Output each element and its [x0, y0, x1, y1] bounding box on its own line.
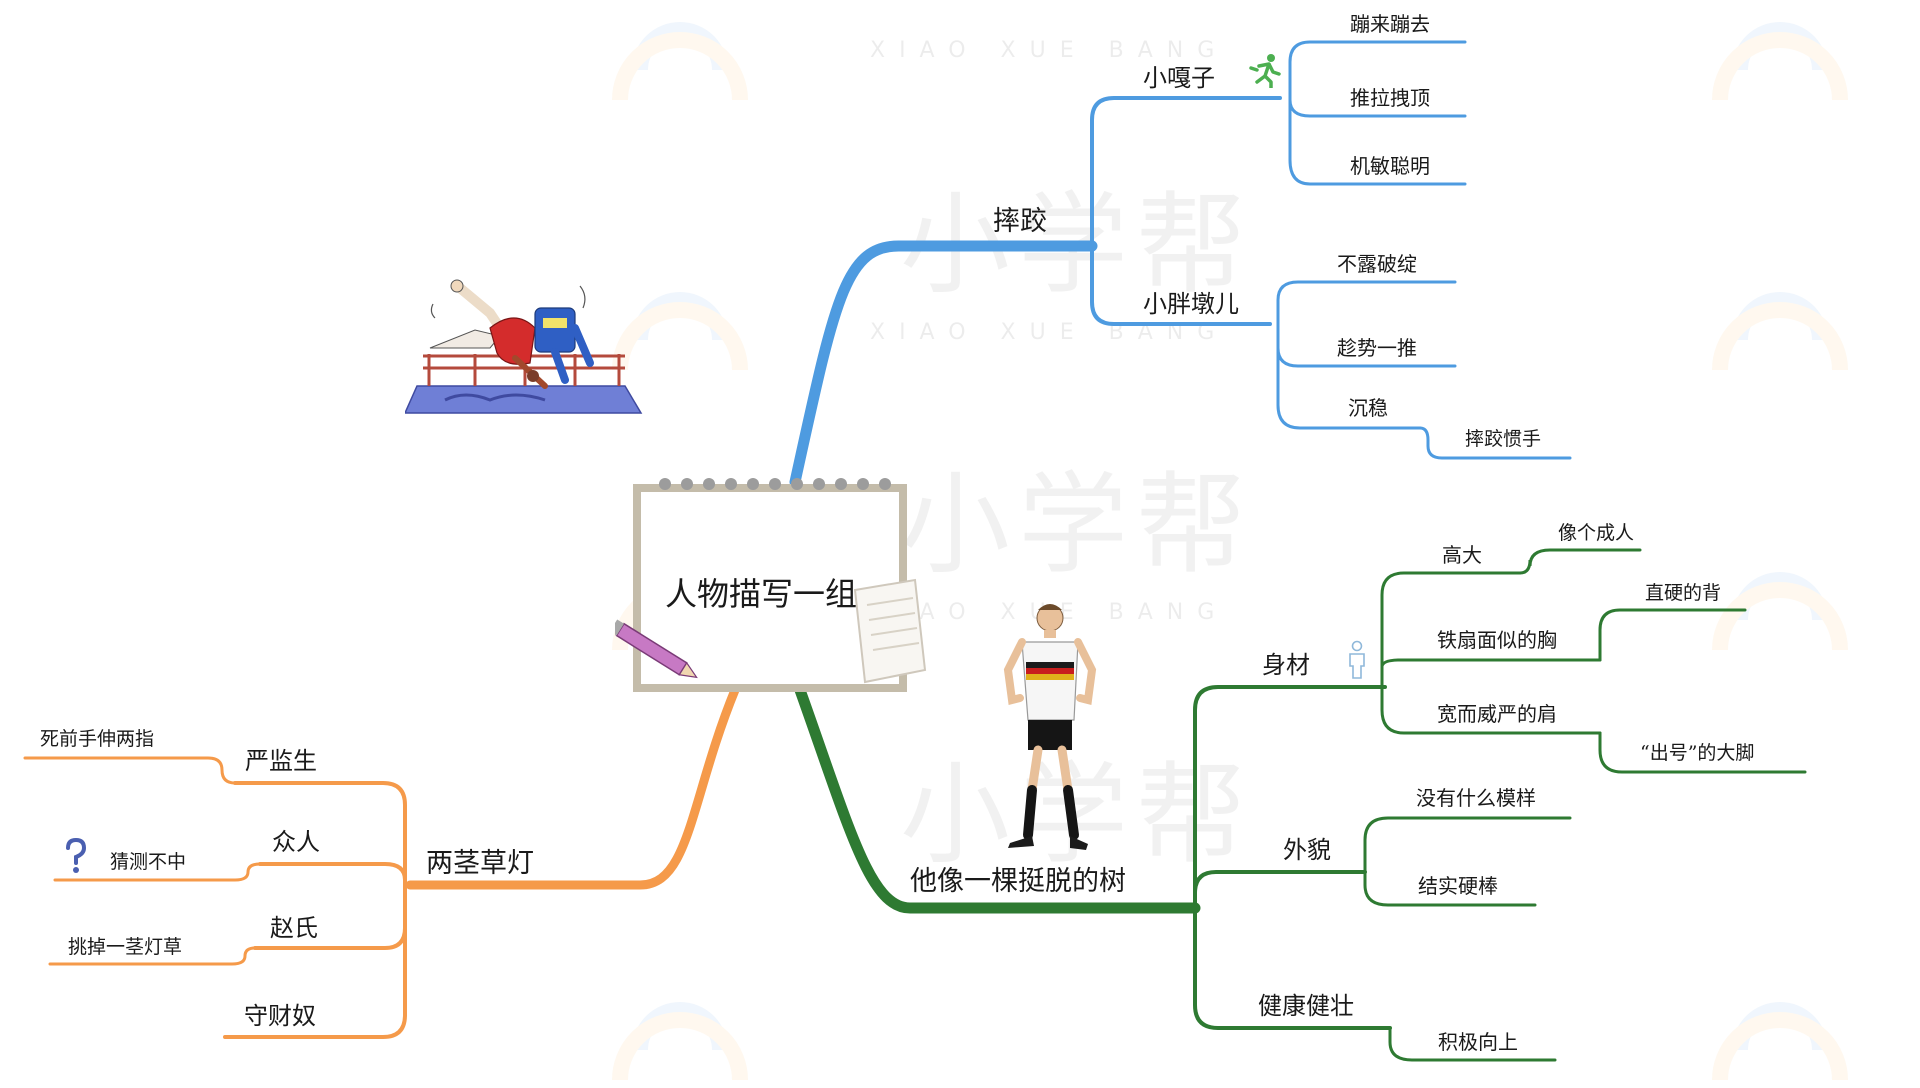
watermark-pinyin: XIAO XUE BANG [870, 320, 1229, 345]
wire-green [1598, 731, 1807, 774]
wire-blue [1090, 244, 1272, 326]
watermark-name: 小学帮 [900, 461, 1254, 589]
leaf-jiankang-sub: 积极向上 [1438, 1030, 1518, 1054]
wire-blue [1276, 322, 1422, 430]
leaf-jian-sub: “出号”的大脚 [1640, 742, 1755, 764]
leaf-waimao-1: 没有什么模样 [1416, 786, 1536, 810]
leaf-waimao-2: 结实硬棒 [1418, 874, 1498, 898]
leaf-xiaogazi-3: 机敏聪明 [1350, 154, 1430, 178]
trunk-orange [405, 685, 740, 890]
leaf-xiaopangdun-1: 不露破绽 [1337, 252, 1417, 276]
subtopic-zhaoshi: 赵氏 [270, 914, 318, 942]
topic-tree: 他像一棵挺脱的树 [910, 866, 1126, 897]
leaf-gaoda-sub: 像个成人 [1558, 522, 1635, 544]
wire-orange [233, 781, 407, 887]
question-icon [66, 838, 87, 873]
wire-green [1388, 1026, 1557, 1062]
subtopic-xiaogazi: 小嘎子 [1143, 64, 1215, 92]
wrestling-mat [405, 385, 643, 414]
wire-orange [48, 946, 257, 966]
subtopic-shoucainu: 守财奴 [244, 1002, 316, 1030]
wire-blue [1288, 40, 1467, 100]
subtopic-jiankang: 健康健壮 [1258, 992, 1354, 1020]
wire-green [1363, 816, 1572, 874]
leaf-xiaopangdun-3: 沉稳 [1348, 396, 1388, 420]
wire-orange [258, 862, 407, 887]
wire-green [1518, 548, 1642, 575]
subtopic-yanjiansheng: 严监生 [245, 747, 317, 775]
wire-blue [1090, 96, 1282, 248]
wire-blue [1288, 96, 1467, 186]
wire-green [1598, 608, 1747, 662]
wire-green [1193, 870, 1367, 910]
leaf-xiong: 铁扇面似的胸 [1437, 628, 1557, 652]
leaf-xiaogazi-2: 推拉拽顶 [1350, 86, 1430, 110]
trunk-green [794, 684, 1201, 914]
wire-green [1193, 906, 1392, 1030]
leaf-xiaopangdun-sub: 摔跤惯手 [1465, 428, 1542, 450]
subtopic-shencai: 身材 [1262, 651, 1310, 679]
subtopic-waimao: 外貌 [1283, 836, 1331, 864]
leaf-gaoda: 高大 [1442, 543, 1482, 567]
leaf-yanjiansheng: 死前手伸两指 [40, 728, 155, 750]
wrestling-illustration [405, 279, 643, 414]
wrestler-white [429, 279, 505, 349]
wire-blue [1276, 280, 1457, 326]
wire-blue [1418, 426, 1572, 460]
trunk-blue [789, 240, 1098, 488]
wire-orange [23, 756, 237, 785]
pencil-icon [615, 619, 698, 679]
runner-icon [1249, 54, 1281, 88]
wrestler-blue [534, 307, 594, 384]
subtopic-zhongren: 众人 [272, 828, 320, 856]
player-illustration [1003, 604, 1097, 850]
notebook-icon [615, 478, 927, 692]
leaf-jian: 宽而威严的肩 [1437, 702, 1557, 726]
leaf-xiaogazi-1: 蹦来蹦去 [1350, 12, 1430, 36]
wire-green [1380, 685, 1602, 735]
wire-orange [53, 862, 262, 882]
leaf-zhaoshi: 挑掉一茎灯草 [68, 936, 183, 958]
leaf-xiong-sub: 直硬的背 [1645, 582, 1722, 604]
person-outline-icon [1349, 640, 1365, 679]
leaf-xiaopangdun-2: 趁势一推 [1337, 336, 1417, 360]
wire-orange [223, 883, 407, 1039]
wire-green [1193, 685, 1387, 910]
watermark-pinyin: XIAO XUE BANG [870, 38, 1229, 63]
wire-green [1380, 571, 1522, 689]
wire-green [1380, 658, 1602, 689]
paper-sheet-icon [853, 578, 927, 684]
topic-shuaijiao: 摔跤 [993, 206, 1047, 237]
subtopic-xiaopangdun: 小胖墩儿 [1143, 290, 1239, 318]
topic-lamp: 两茎草灯 [426, 848, 534, 879]
wire-green [1363, 870, 1537, 907]
leaf-zhongren: 猜测不中 [110, 851, 187, 873]
wrestler-red [489, 317, 548, 389]
center-topic: 人物描写一组 [665, 575, 858, 613]
